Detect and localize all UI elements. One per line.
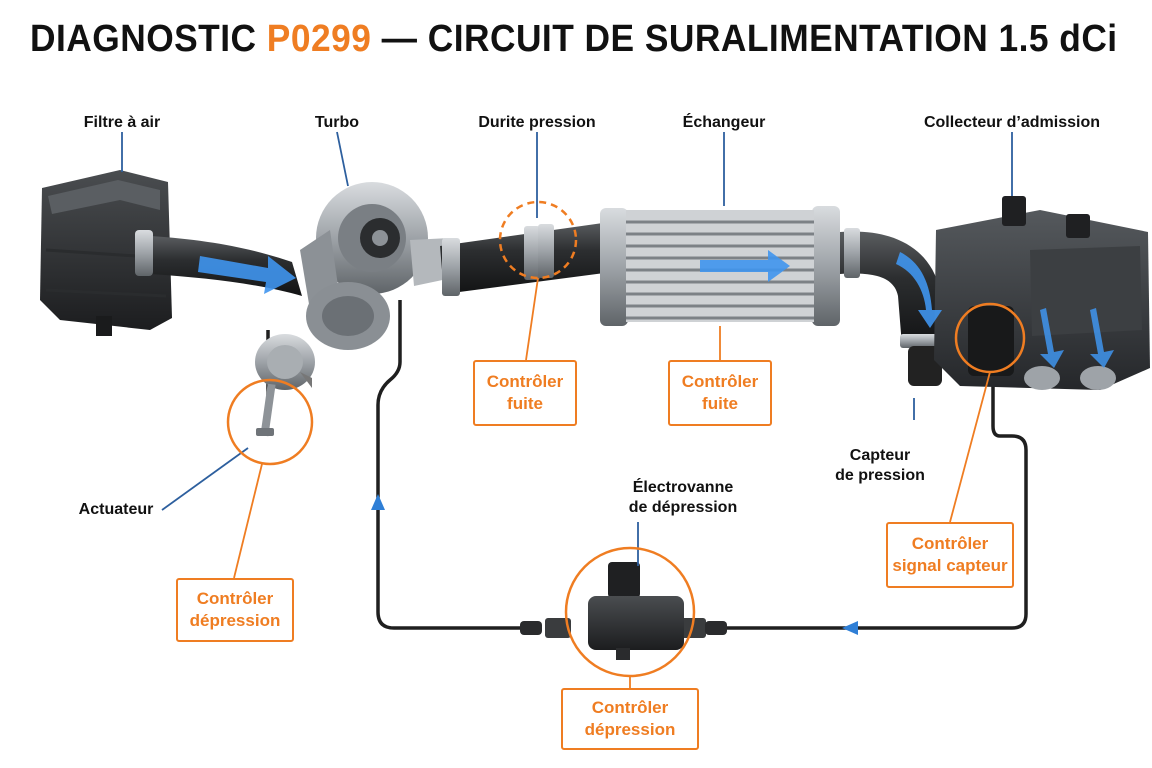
check-leak-hose-line1: Contrôler	[486, 372, 564, 391]
check-leaders	[233, 277, 991, 688]
label-solenoid-line2: de dépression	[628, 499, 738, 516]
air-flow-arrows	[198, 250, 1114, 368]
flow-arrow-left	[842, 621, 858, 635]
label-pressure-sensor-line1: Capteur	[849, 447, 911, 464]
leader-lines	[121, 131, 1013, 566]
check-leak-hose-line2: fuite	[507, 394, 543, 413]
check-vacuum-actuator-line1: Contrôler	[196, 589, 274, 608]
label-intercooler: Échangeur	[682, 114, 766, 131]
pressure-hose	[440, 222, 612, 296]
highlight-pressure-hose	[498, 200, 578, 280]
intake-manifold	[934, 196, 1150, 390]
label-pressure-hose: Durite pression	[478, 114, 596, 131]
check-vacuum-actuator-line2: dépression	[189, 611, 281, 630]
check-vacuum-solenoid: Contrôler dépression	[561, 688, 699, 750]
flow-arrow-runner-1	[1040, 308, 1064, 368]
turbo-actuator	[255, 334, 315, 437]
check-leak-intercooler-line2: fuite	[702, 394, 738, 413]
label-intake-manifold: Collecteur d’admission	[923, 114, 1101, 131]
label-solenoid: Électrovanne de dépression	[608, 478, 758, 518]
highlight-actuator	[226, 378, 314, 466]
label-solenoid-line1: Électrovanne	[632, 479, 734, 496]
check-vacuum-actuator: Contrôler dépression	[176, 578, 294, 642]
air-filter-box	[40, 170, 172, 336]
check-sensor-signal-line1: Contrôler	[911, 534, 989, 553]
solenoid-valve	[588, 562, 684, 660]
label-air-filter: Filtre à air	[83, 114, 161, 131]
check-sensor-signal-line2: signal capteur	[892, 556, 1008, 575]
title-fault-code: P0299	[266, 18, 372, 60]
page-title: DIAGNOSTIC P0299 — CIRCUIT DE SURALIMENT…	[30, 18, 1118, 61]
vacuum-flow-arrows	[371, 494, 858, 635]
title-prefix: DIAGNOSTIC	[30, 18, 257, 60]
check-sensor-signal: Contrôler signal capteur	[886, 522, 1014, 588]
turbo-body	[300, 182, 452, 350]
flow-arrow-up	[371, 494, 385, 510]
label-actuator: Actuateur	[78, 501, 154, 518]
flow-arrow-intake	[198, 256, 296, 294]
title-suffix: — CIRCUIT DE SURALIMENTATION 1.5 dCi	[381, 18, 1118, 60]
flow-arrow-intercooler	[700, 250, 790, 282]
check-leak-hose: Contrôler fuite	[473, 360, 577, 426]
check-leak-intercooler: Contrôler fuite	[668, 360, 772, 426]
manifold-hose	[840, 228, 950, 386]
check-leak-intercooler-line1: Contrôler	[681, 372, 759, 391]
flow-arrow-runner-2	[1090, 308, 1114, 368]
check-vacuum-solenoid-line1: Contrôler	[591, 698, 669, 717]
flow-arrow-manifold-inlet	[896, 252, 942, 328]
label-turbo: Turbo	[314, 114, 360, 131]
check-vacuum-solenoid-line2: dépression	[584, 720, 676, 739]
label-pressure-sensor: Capteur de pression	[820, 446, 940, 486]
label-pressure-sensor-line2: de pression	[835, 467, 925, 484]
